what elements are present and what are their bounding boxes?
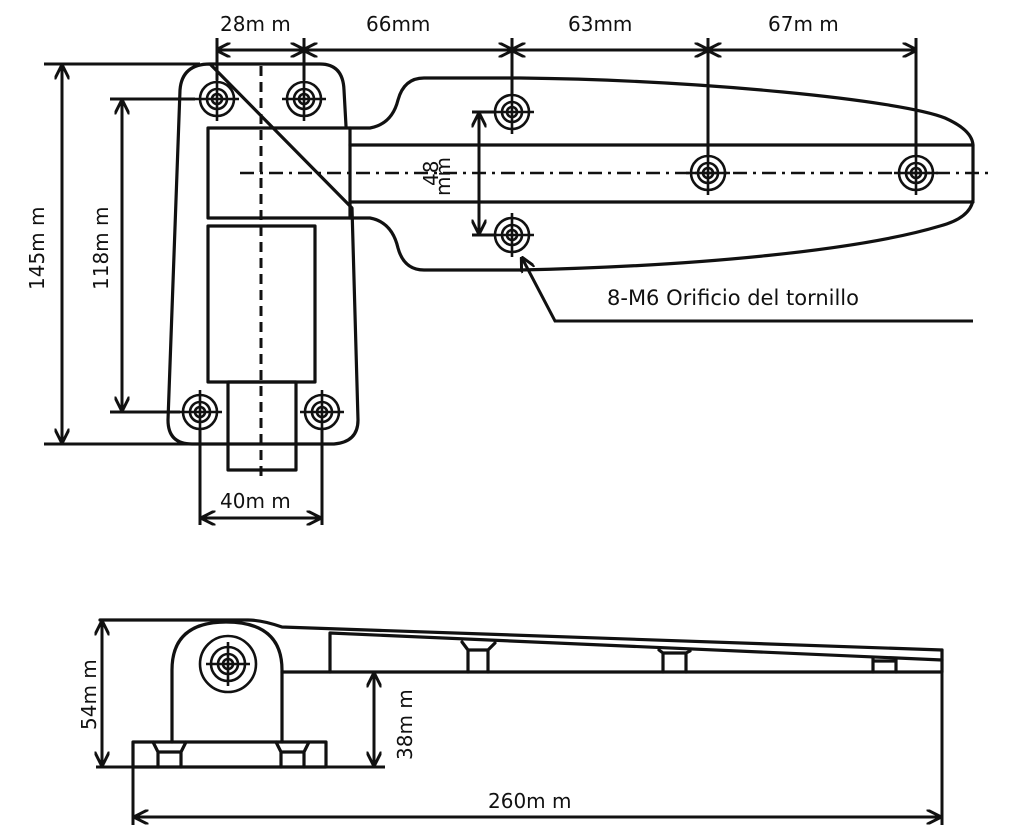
top-view: 28m m 66mm 63mm 67m m 145m m 118m m 40m … [25,12,990,525]
side-base-plate [131,740,328,769]
side-knuckle [170,620,284,744]
dim-38: 38m m [374,674,417,765]
dim-label-48-num: 48 [419,161,443,186]
dim-label-118: 118m m [89,207,113,291]
dim-label-145: 145m m [25,207,49,291]
dim-label-54: 54m m [77,659,101,730]
pin-hole-icon [204,640,252,688]
dim-54: 54m m [77,622,385,769]
side-leaf-top [98,618,944,652]
dim-118: 118m m [89,97,195,414]
screw-hole-icon [298,388,346,436]
dim-48: 48 mm [419,110,495,237]
base-countersink [274,740,311,769]
pin-hole-outer [198,634,258,694]
screw-hole-icon [176,388,224,436]
leaf-countersink [460,640,497,674]
screw-hole-icon [488,211,536,259]
dim-label-66: 66mm [366,12,430,36]
dim-label-260: 260m m [488,789,572,813]
screw-hole-icon [684,149,732,197]
dim-145: 145m m [25,62,200,446]
side-leaf-plate [328,631,944,674]
leaf-countersink [657,648,692,674]
dim-label-40: 40m m [220,489,291,513]
base-countersink [151,740,188,769]
dim-40: 40m m [198,430,324,525]
dim-label-63: 63mm [568,12,632,36]
screw-hole-icon [892,149,940,197]
dim-label-67: 67m m [768,12,839,36]
screw-hole-icon [193,75,241,123]
dim-label-48-unit: mm [431,157,455,196]
callout-label: 8-M6 Orificio del tornillo [607,286,859,310]
screw-hole-icon [488,88,536,136]
dim-260: 260m m [131,672,944,825]
screw-hole-icon [280,75,328,123]
top-dimension-chain: 28m m 66mm 63mm 67m m [215,12,918,155]
dim-label-38: 38m m [393,689,417,760]
screw-hole-callout: 8-M6 Orificio del tornillo [522,258,973,323]
base-plate-outline [166,62,360,446]
leaf-countersink [871,656,898,674]
side-view: 54m m 38m m 260m m [77,618,944,825]
dim-label-28: 28m m [220,12,291,36]
